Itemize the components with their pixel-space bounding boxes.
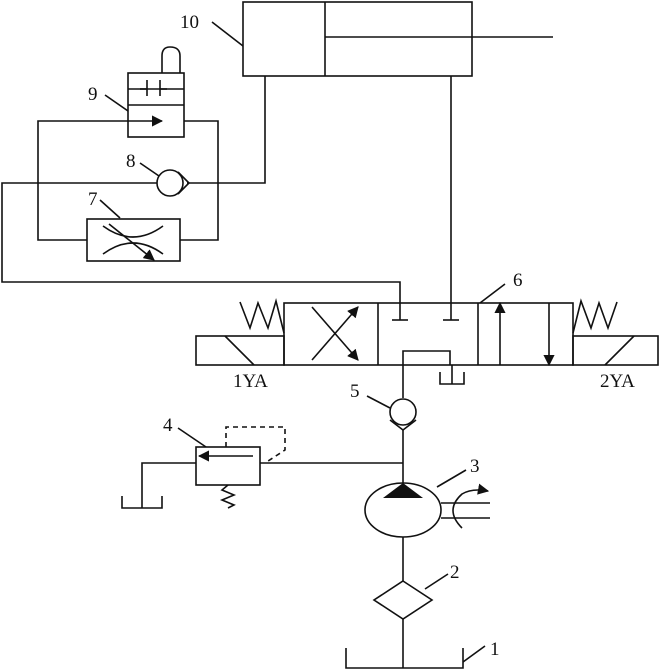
hydraulic-cylinder (242, 1, 553, 77)
label-9: 9 (88, 84, 98, 105)
line-to-valve-port (1, 182, 401, 320)
leader-line-4 (177, 427, 207, 448)
check-valve (389, 398, 417, 432)
filter (372, 580, 434, 620)
solenoid-left (195, 297, 285, 366)
label-8: 8 (126, 151, 136, 172)
label-1ya: 1YA (233, 371, 268, 392)
label-1: 1 (490, 639, 500, 660)
leader-line-6 (479, 283, 506, 304)
pump (364, 482, 490, 538)
check-valve-bypass (156, 169, 191, 197)
label-2ya: 2YA (600, 371, 635, 392)
label-3: 3 (470, 456, 480, 477)
leader-line-3 (436, 469, 467, 488)
label-7: 7 (88, 189, 98, 210)
label-6: 6 (513, 270, 523, 291)
relief-tank-symbol (121, 496, 163, 509)
relief-tank-line (141, 462, 196, 508)
relief-valve (195, 426, 286, 509)
tank (345, 648, 464, 669)
leader-line-9 (104, 94, 129, 112)
leader-line-5 (366, 395, 391, 409)
leader-line-1 (462, 645, 486, 663)
leader-line-2 (424, 573, 449, 590)
label-5: 5 (350, 381, 360, 402)
leader-line-7 (99, 199, 121, 219)
leader-line-8 (139, 162, 160, 177)
leader-line-10 (211, 21, 244, 47)
directional-valve (283, 301, 574, 367)
line-cylinder-to-check-valve (187, 76, 266, 184)
bypass-loop-right (180, 120, 219, 241)
solenoid-right (572, 298, 659, 366)
label-4: 4 (163, 415, 173, 436)
label-2: 2 (450, 562, 460, 583)
throttle-valve (86, 218, 181, 262)
two-way-valve (127, 46, 185, 138)
label-10: 10 (180, 12, 199, 33)
bypass-loop (37, 120, 128, 241)
